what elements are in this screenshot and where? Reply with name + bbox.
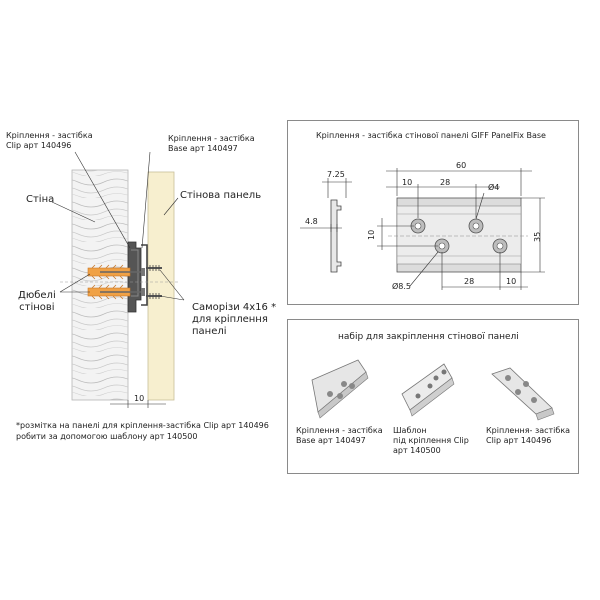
gap-dimension-label: 10	[134, 394, 144, 403]
panel-screw-upper	[146, 265, 162, 271]
kit-item-clip-label: Кріплення- застібка Clip арт 140496	[486, 426, 571, 445]
base-side-profile	[330, 199, 342, 273]
clip-label: Кріплення - застібка Clip арт 140496	[6, 131, 93, 150]
wall-panel-label: Стінова панель	[180, 190, 262, 201]
kit-template	[401, 363, 455, 417]
kit-clip-fastener	[491, 367, 555, 421]
kit-item-base-label: Кріплення - застібка Base арт 140497	[296, 426, 383, 445]
screws-label: Саморізи 4x16 * для кріплення панелі	[192, 302, 277, 337]
dowels-label: Дюбелі стінові	[18, 290, 56, 313]
footnote: *розмітка на панелі для кріплення-застіб…	[16, 421, 269, 441]
kit-item-template-label: Шаблон під кріплення Clip арт 140500	[393, 426, 469, 455]
leader-lines	[51, 151, 185, 301]
dim-left-offset-top: 10	[402, 178, 412, 187]
dim-profile-width: 7.25	[327, 170, 345, 179]
dim-right-offset: 10	[506, 277, 516, 286]
hole-bottom-right	[492, 238, 508, 254]
gap-dimension	[110, 400, 166, 408]
dim-center-height: 10	[367, 230, 376, 240]
wall-panel	[147, 171, 175, 401]
dim-total-width: 60	[456, 161, 466, 170]
dim-hole-spacing-top: 28	[440, 178, 450, 187]
wall	[71, 169, 129, 401]
wall-screw-upper	[100, 268, 145, 276]
dim-profile-depth: 4.8	[305, 217, 318, 226]
dim-hole-dia-top: Ø4	[488, 182, 499, 192]
wall-screw-lower	[100, 288, 145, 296]
hole-top-left	[410, 218, 426, 234]
kit-panel-title: набір для закріплення стінової панелі	[338, 332, 519, 342]
dim-hole-spacing-bottom: 28	[464, 277, 474, 286]
dim-hole-dia-bottom: Ø8.5	[392, 281, 411, 291]
base-front-plate	[396, 197, 522, 273]
hole-top-right	[468, 218, 484, 234]
panel-screw-lower	[146, 293, 162, 299]
fastener-profile	[127, 241, 148, 313]
wall-label: Стіна	[26, 194, 55, 205]
base-panel-title: Кріплення - застібка стінової панелі GIF…	[316, 131, 546, 140]
dim-height: 35	[533, 232, 542, 242]
base-label: Кріплення - застібка Base арт 140497	[168, 134, 255, 153]
kit-base-fastener	[311, 359, 369, 419]
